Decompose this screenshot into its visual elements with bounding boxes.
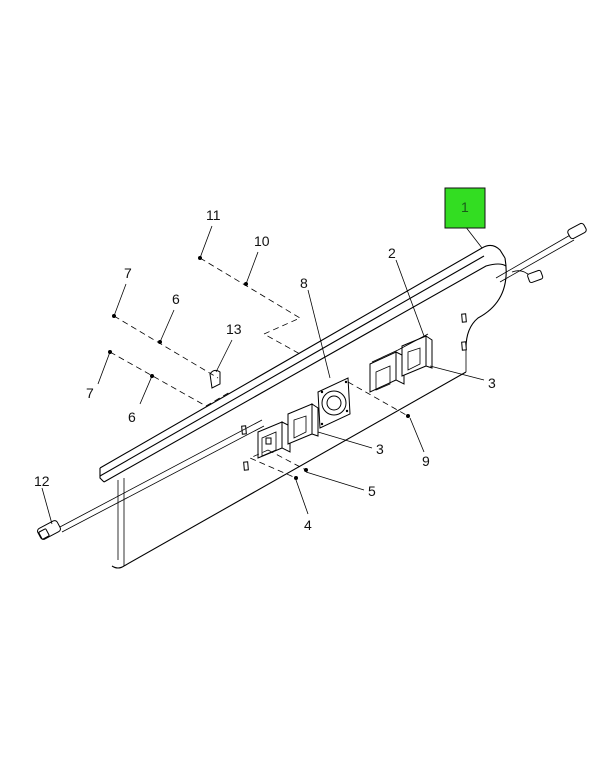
callout-2[interactable]: 2 <box>388 245 396 261</box>
callout-3-right[interactable]: 3 <box>488 375 496 391</box>
callout-7-lower[interactable]: 7 <box>86 385 94 401</box>
switch-block-left <box>257 403 319 459</box>
leader-lines <box>41 225 485 525</box>
wiring-harness <box>37 222 587 540</box>
callout-5[interactable]: 5 <box>368 483 376 499</box>
callout-labels: 1 2 3 3 4 5 6 6 7 7 8 9 10 11 12 13 <box>34 199 496 533</box>
connector-left <box>37 520 61 540</box>
receptacle-plate <box>317 377 351 429</box>
callout-3-left[interactable]: 3 <box>376 441 384 457</box>
clip <box>209 369 221 389</box>
connector-right <box>567 222 587 240</box>
callout-11[interactable]: 11 <box>206 207 221 223</box>
callout-10[interactable]: 10 <box>254 233 270 249</box>
callout-4[interactable]: 4 <box>304 517 312 533</box>
callout-8[interactable]: 8 <box>300 275 308 291</box>
rail-bracket <box>99 244 507 569</box>
callout-7-upper[interactable]: 7 <box>124 265 132 281</box>
callout-13[interactable]: 13 <box>226 321 242 337</box>
highlight-box[interactable] <box>444 187 486 229</box>
switch-block-right <box>369 333 433 393</box>
callout-1[interactable]: 1 <box>461 199 469 215</box>
callout-9[interactable]: 9 <box>422 453 430 469</box>
callout-12[interactable]: 12 <box>34 473 50 489</box>
callout-6-upper[interactable]: 6 <box>172 291 180 307</box>
assembly-lines <box>109 257 409 479</box>
callout-6-lower[interactable]: 6 <box>128 409 136 425</box>
